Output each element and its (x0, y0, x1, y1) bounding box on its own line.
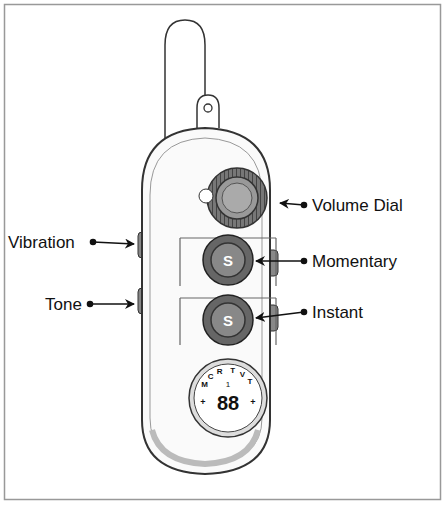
lcd-mode-letter: T (230, 367, 235, 375)
callout-label: Instant (312, 304, 363, 321)
lcd-mode-letter: R (217, 368, 223, 376)
lcd-mode-letter: V (240, 371, 245, 379)
callout-label: Tone (45, 296, 82, 313)
callout-label: Momentary (312, 253, 397, 270)
lcd-digits: 88 (217, 393, 239, 413)
button-letter: S (223, 313, 233, 328)
callout-label: Volume Dial (312, 197, 403, 214)
lcd-mode-letter: C (208, 373, 214, 381)
lcd-mode-letter: M (201, 381, 208, 389)
lcd-number: 1 (226, 381, 230, 389)
button-letter: S (223, 253, 233, 268)
lcd-plus: + (250, 398, 255, 407)
callout-label: Vibration (8, 234, 75, 251)
lcd-plus: + (200, 398, 205, 407)
lcd-mode-letter: T (247, 378, 252, 386)
